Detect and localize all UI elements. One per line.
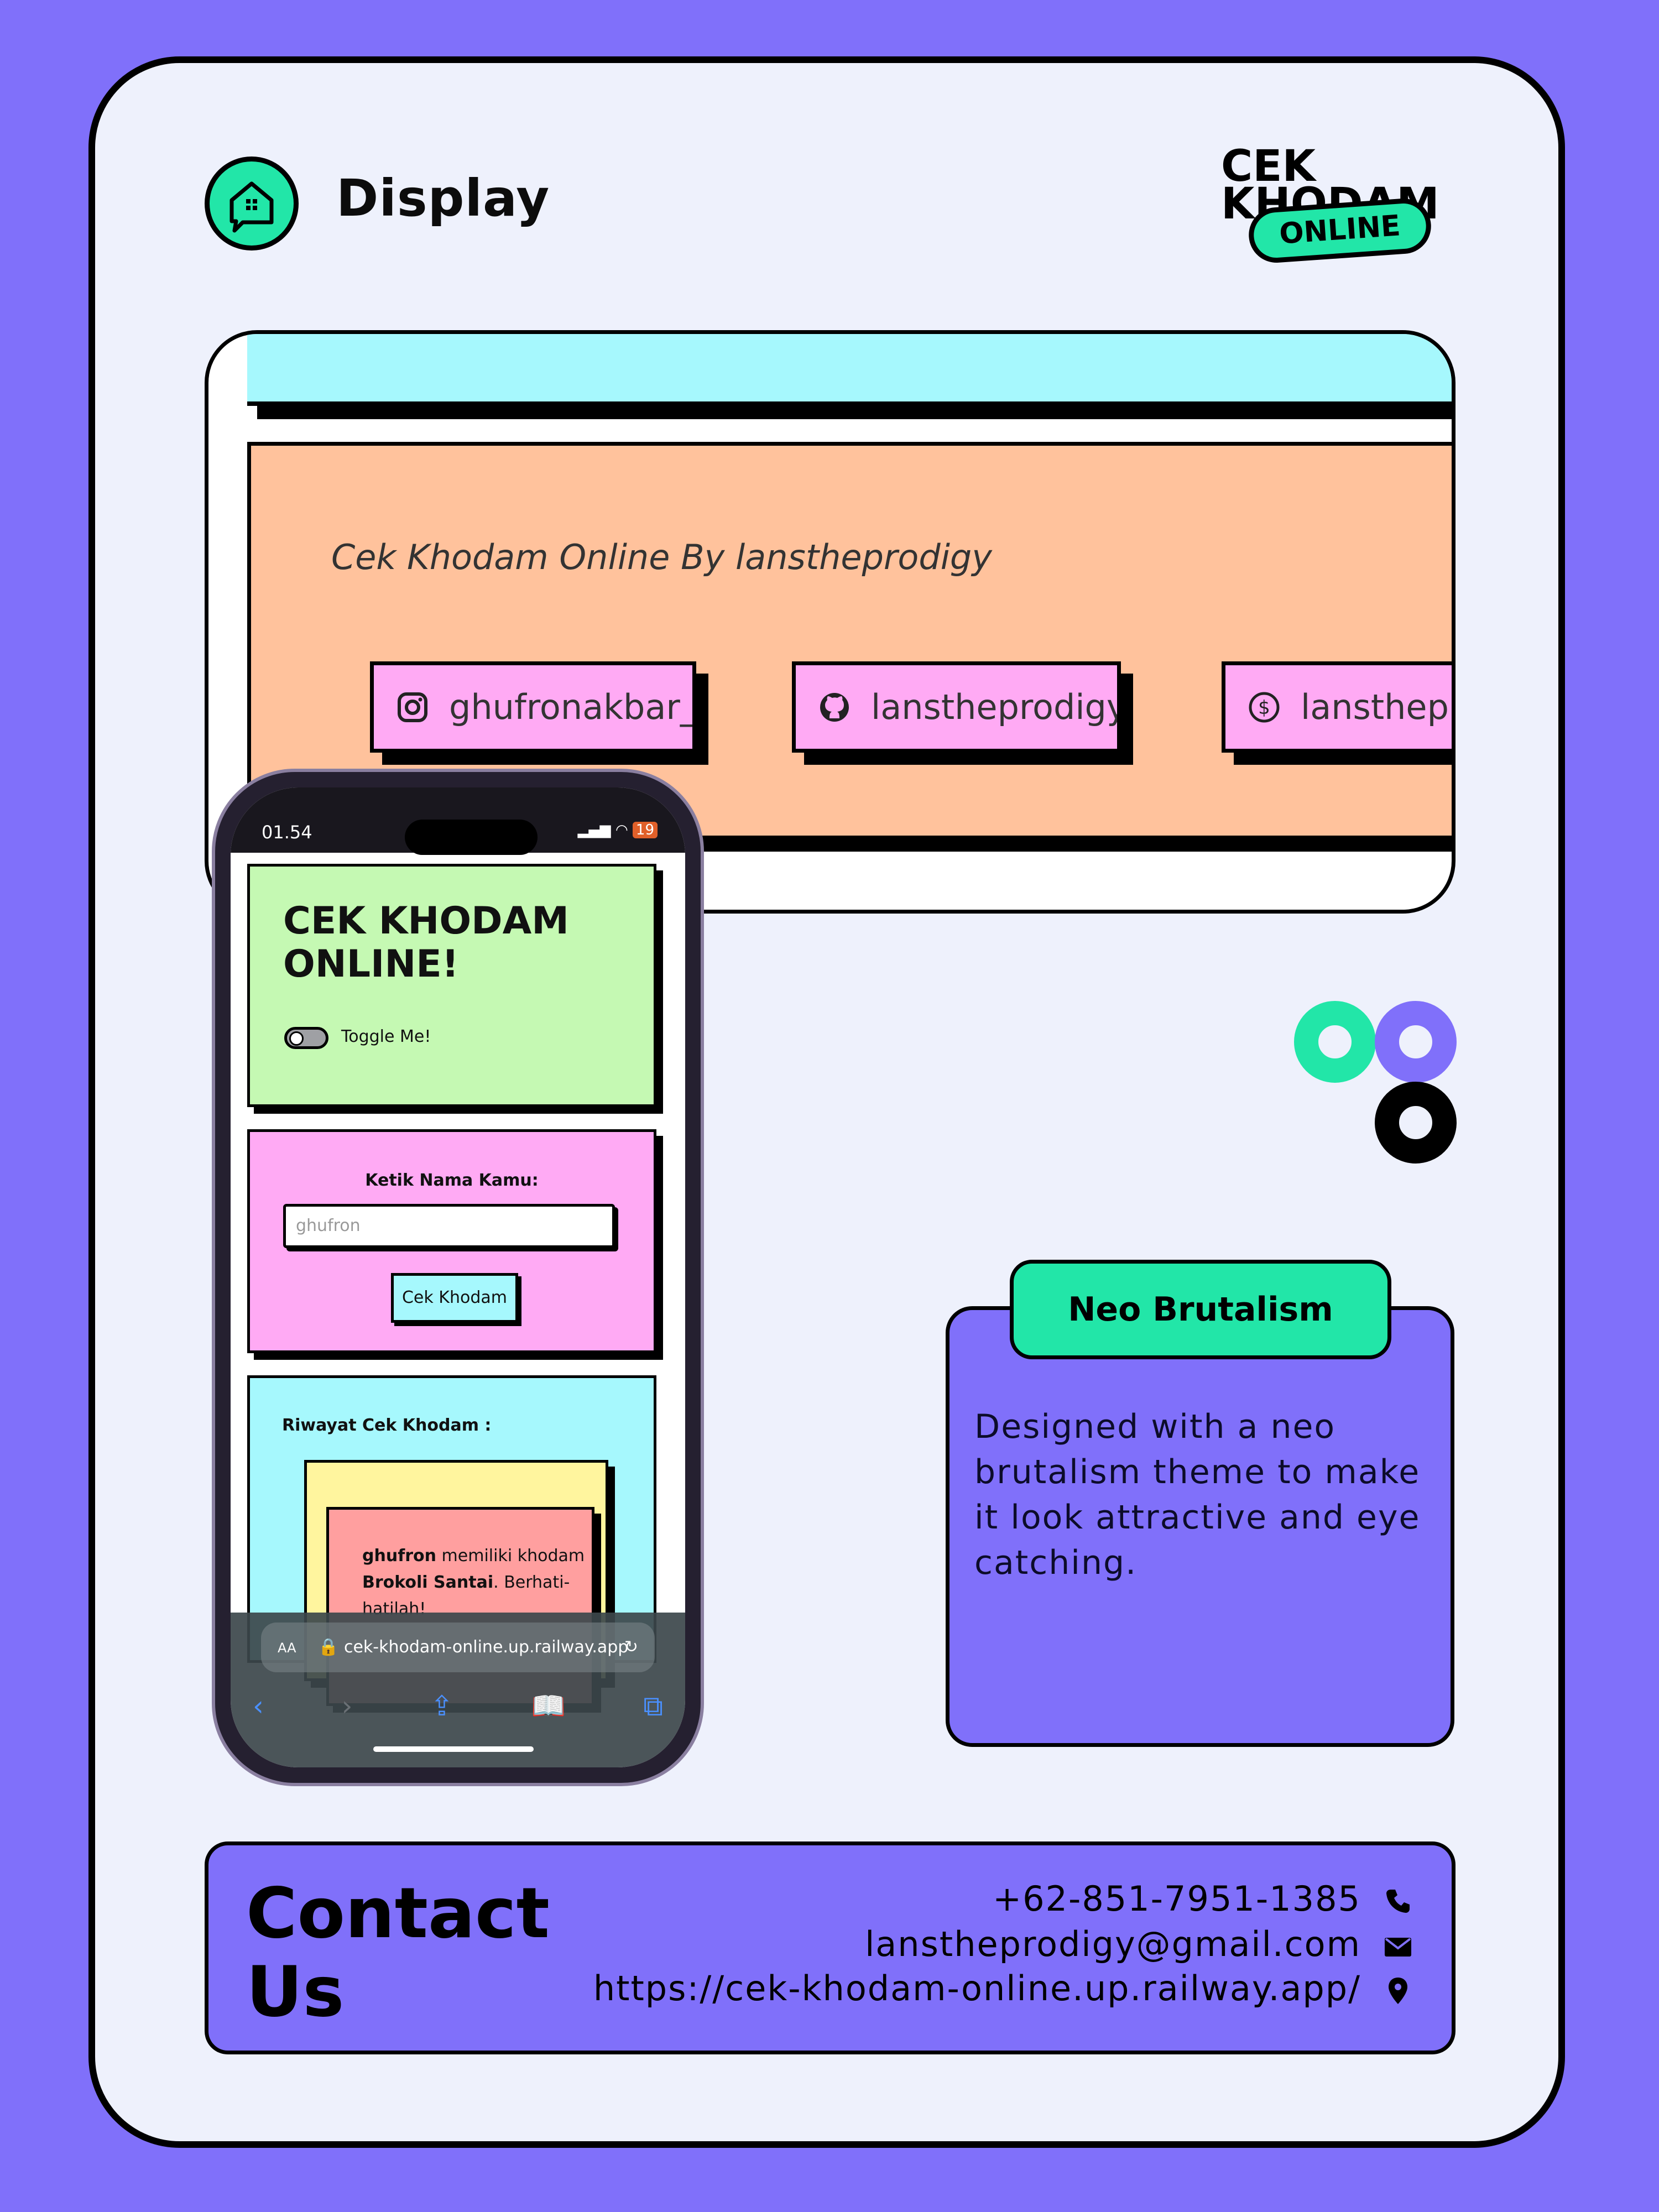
contact-title-line-2: Us [246,1951,345,2032]
dollar-icon: $ [1248,691,1281,724]
social-link-instagram[interactable]: ghufronakbar_ [370,661,696,753]
name-input[interactable]: ghufron [283,1204,615,1248]
url-text: https://cek-khodam-online.up.railway.app… [593,1968,1361,2008]
phone-text: +62-851-7951-1385 [993,1879,1361,1919]
social-link-donation[interactable]: $ lanstheprodigy [1222,661,1452,753]
contact-phone[interactable]: +62-851-7951-1385 [993,1879,1413,1919]
feature-tab: Neo Brutalism [1010,1260,1391,1359]
email-text: lanstheprodigy@gmail.com [865,1924,1361,1964]
share-icon[interactable]: ⇪ [430,1690,453,1722]
nav-row: ‹ › ⇪ 📖 ⧉ [253,1690,663,1723]
address-bar[interactable]: AA 🔒 cek-khodam-online.up.railway.app ↻ [261,1623,655,1672]
ring-green [1294,1001,1376,1083]
mobile-title: CEK KHODAM ONLINE! [283,900,569,986]
contact-url[interactable]: https://cek-khodam-online.up.railway.app… [593,1968,1413,2008]
result-name: ghufron [362,1546,437,1566]
phone-icon [1383,1884,1413,1914]
location-pin-icon [1383,1974,1413,2004]
brand-line-1: CEK [1221,142,1316,191]
status-icons: ▂▄▆ ◠ 19 [578,822,658,838]
contact-email[interactable]: lanstheprodigy@gmail.com [865,1924,1413,1964]
contact-title: Contact Us [246,1874,550,2031]
home-indicator [373,1746,534,1752]
signal-icon: ▂▄▆ [577,822,611,838]
page-title: Display [336,169,550,228]
ring-black [1375,1082,1457,1164]
bookmarks-icon[interactable]: 📖 [531,1690,566,1722]
status-time: 01.54 [262,822,312,843]
history-label: Riwayat Cek Khodam : [282,1416,492,1435]
theme-toggle[interactable] [284,1027,328,1049]
phone-mockup: 01.54 ▂▄▆ ◠ 19 CEK KHODAM ONLINE! Toggle… [212,769,704,1786]
ring-purple [1375,1001,1457,1083]
result-khodam: Brokoli Santai [362,1573,494,1592]
social-label: lanstheprodigy [871,687,1121,727]
contact-section: Contact Us +62-851-7951-1385 lanstheprod… [205,1841,1455,2054]
back-icon[interactable]: ‹ [253,1690,264,1722]
cek-khodam-button[interactable]: Cek Khodam [391,1273,518,1323]
lock-icon: 🔒 [318,1637,339,1657]
social-label: lanstheprodigy [1301,687,1452,727]
github-icon [818,691,851,724]
forward-icon[interactable]: › [341,1690,353,1722]
contact-title-line-1: Contact [246,1872,550,1954]
wifi-icon: ◠ [615,822,628,838]
toggle-label: Toggle Me! [341,1027,431,1046]
tabs-icon[interactable]: ⧉ [643,1690,663,1722]
social-label: ghufronakbar_ [449,687,696,727]
result-mid: memiliki khodam [436,1546,585,1566]
mail-icon [1383,1929,1413,1959]
text-size-button[interactable]: AA [278,1640,296,1656]
reload-icon[interactable]: ↻ [624,1637,638,1657]
mobile-hero-card: CEK KHODAM ONLINE! Toggle Me! [247,864,656,1107]
desktop-tagline: Cek Khodam Online By lanstheprodigy [331,537,992,577]
feature-card: Designed with a neo brutalism theme to m… [946,1306,1454,1747]
social-link-github[interactable]: lanstheprodigy [792,661,1121,753]
phone-screen: 01.54 ▂▄▆ ◠ 19 CEK KHODAM ONLINE! Toggle… [231,787,685,1767]
brand-logo: CEK KHODAM ONLINE [1221,145,1464,267]
safari-toolbar: AA 🔒 cek-khodam-online.up.railway.app ↻ … [231,1613,685,1767]
dynamic-island [405,820,538,855]
mobile-title-line-1: CEK KHODAM [283,899,569,943]
home-chat-icon [205,156,299,251]
battery-icon: 19 [632,822,658,838]
mobile-title-line-2: ONLINE! [283,942,459,986]
feature-description: Designed with a neo brutalism theme to m… [974,1407,1421,1582]
desktop-top-bar [247,334,1452,406]
name-label: Ketik Nama Kamu: [365,1171,539,1190]
instagram-icon [396,691,429,724]
mobile-form-card: Ketik Nama Kamu: ghufron Cek Khodam [247,1129,656,1353]
svg-text:$: $ [1258,697,1270,719]
url-text: cek-khodam-online.up.railway.app [343,1637,629,1657]
